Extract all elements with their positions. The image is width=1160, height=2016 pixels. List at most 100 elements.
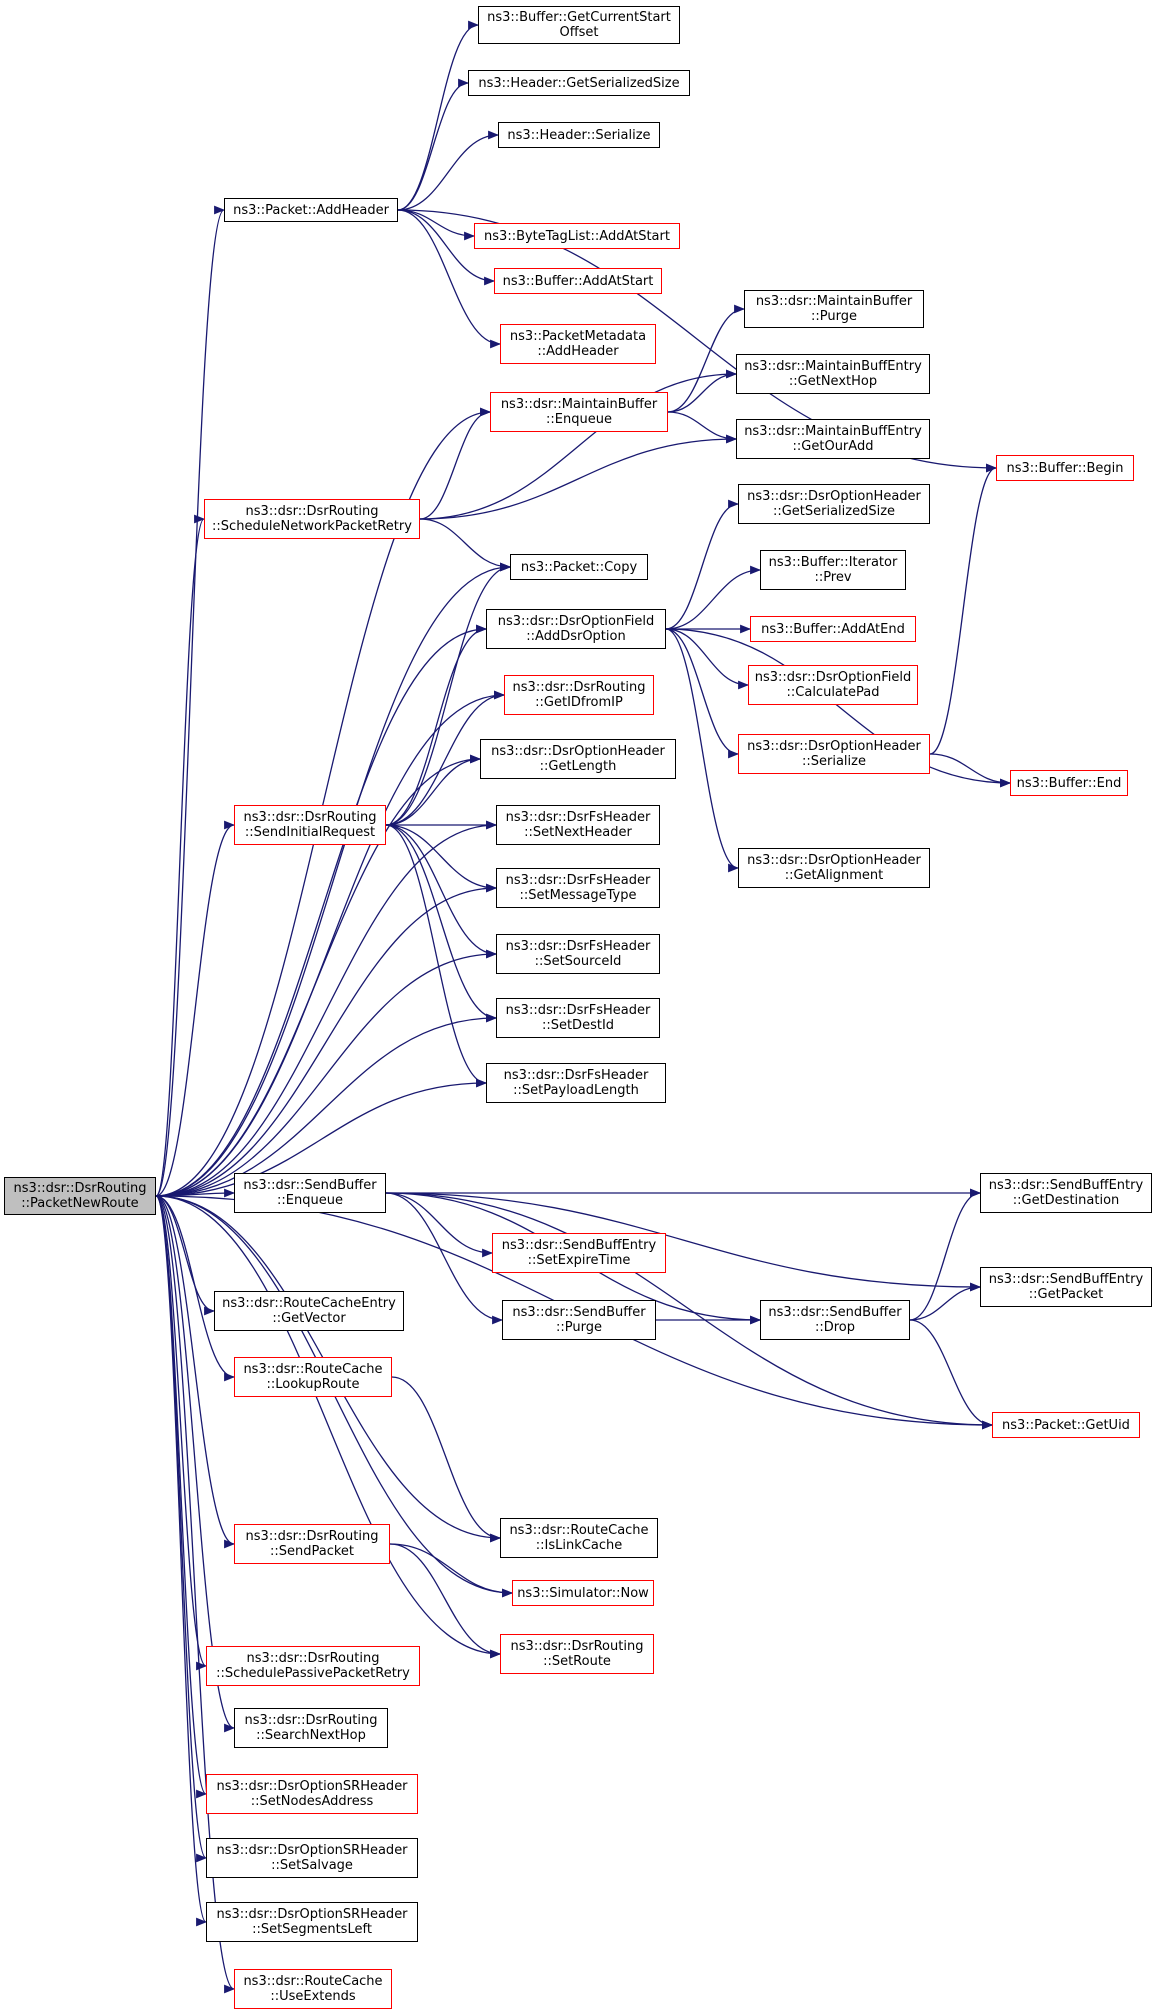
node-label-line: ns3::Simulator::Now (517, 1585, 649, 1601)
node-ns3-dsr-dsroptionsrheader-setsegmentsleft[interactable]: ns3::dsr::DsrOptionSRHeader::SetSegments… (206, 1902, 418, 1942)
node-ns3-dsr-dsrrouting-schedulepassivepacketretry[interactable]: ns3::dsr::DsrRouting::SchedulePassivePac… (206, 1646, 420, 1686)
edge-root-to-n30 (155, 1078, 488, 1197)
edge-n4-to-n6 (397, 209, 496, 286)
node-label-line: ns3::dsr::DsrFsHeader (505, 810, 651, 825)
node-label-line: ns3::dsr::SendBuffEntry (501, 1238, 657, 1253)
node-label-line: ::Enqueue (546, 412, 612, 427)
node-ns3-dsr-dsrfsheader-setmessagetype[interactable]: ns3::dsr::DsrFsHeader::SetMessageType (496, 868, 660, 908)
node-label-line: ns3::dsr::DsrRouting (512, 680, 646, 695)
node-ns3-dsr-sendbuffentry-getpacket[interactable]: ns3::dsr::SendBuffEntry::GetPacket (980, 1267, 1152, 1307)
node-ns3-dsr-sendbuffer-enqueue[interactable]: ns3::dsr::SendBuffer::Enqueue (234, 1173, 386, 1213)
node-ns3-buffer-addatend[interactable]: ns3::Buffer::AddAtEnd (750, 616, 916, 642)
node-ns3-buffer-addatstart[interactable]: ns3::Buffer::AddAtStart (494, 268, 662, 294)
edge-n4-to-n1 (397, 20, 480, 211)
node-ns3-dsr-dsrfsheader-setnextheader[interactable]: ns3::dsr::DsrFsHeader::SetNextHeader (496, 805, 660, 845)
node-label-line: ::Purge (811, 309, 857, 324)
node-label-line: ::GetSerializedSize (772, 504, 896, 519)
node-label-line: ns3::dsr::SendBuffer (768, 1305, 902, 1320)
node-ns3-buffer-end[interactable]: ns3::Buffer::End (1010, 770, 1128, 796)
edge-n22-to-n24 (929, 753, 1012, 788)
edge-root-to-n45 (155, 1195, 236, 1733)
node-label-line: ::GetPacket (1028, 1287, 1104, 1302)
node-ns3-bytetaglist-addatstart[interactable]: ns3::ByteTagList::AddAtStart (474, 223, 680, 249)
node-ns3-header-serialize[interactable]: ns3::Header::Serialize (498, 122, 660, 148)
node-label-line: ns3::Buffer::AddAtEnd (761, 621, 905, 637)
node-ns3-dsr-sendbuffer-drop[interactable]: ns3::dsr::SendBuffer::Drop (760, 1300, 910, 1340)
node-label-line: ns3::dsr::SendBuffer (512, 1305, 646, 1320)
node-ns3-dsr-dsrrouting-schedulenetworkpacketretry[interactable]: ns3::dsr::DsrRouting::ScheduleNetworkPac… (204, 499, 420, 539)
edge-n38-to-n40 (391, 1376, 502, 1543)
node-ns3-packet-copy[interactable]: ns3::Packet::Copy (510, 554, 648, 580)
node-label-line: ns3::dsr::DsrOptionHeader (491, 744, 665, 759)
edge-n10-to-n8 (667, 304, 746, 413)
node-ns3-dsr-dsroptionsrheader-setnodesaddress[interactable]: ns3::dsr::DsrOptionSRHeader::SetNodesAdd… (206, 1774, 418, 1814)
node-label-line: ns3::Packet::Copy (520, 559, 638, 575)
node-label-line: ns3::dsr::RouteCacheEntry (222, 1296, 396, 1311)
edge-n13-to-n10 (419, 407, 492, 520)
node-label-line: ns3::dsr::DsrFsHeader (505, 1003, 651, 1018)
node-ns3-buffer-begin[interactable]: ns3::Buffer::Begin (996, 455, 1134, 481)
node-label-line: ::SetSourceId (534, 954, 622, 969)
node-label-line: ::SetNextHeader (524, 825, 632, 840)
node-label-line: ::PacketNewRoute (21, 1196, 139, 1211)
node-ns3-dsr-dsroptionheader-getserializedsize[interactable]: ns3::dsr::DsrOptionHeader::GetSerialized… (738, 484, 930, 524)
edge-n23-to-n29 (385, 824, 498, 1023)
edge-n10-to-n9 (667, 369, 738, 413)
node-ns3-simulator-now[interactable]: ns3::Simulator::Now (512, 1580, 654, 1606)
node-ns3-dsr-dsroptionfield-adddsroption[interactable]: ns3::dsr::DsrOptionField::AddDsrOption (486, 609, 666, 649)
node-ns3-dsr-dsroptionheader-getalignment[interactable]: ns3::dsr::DsrOptionHeader::GetAlignment (738, 848, 930, 888)
node-label-line: ::LookupRoute (266, 1377, 360, 1392)
node-ns3-packetmetadata-addheader[interactable]: ns3::PacketMetadata::AddHeader (500, 324, 656, 364)
edge-root-to-n46 (155, 1195, 208, 1799)
node-label-line: ns3::dsr::MaintainBuffEntry (744, 424, 922, 439)
node-label-line: ns3::dsr::RouteCache (243, 1362, 383, 1377)
edge-n23-to-n15 (385, 562, 512, 826)
node-label-line: ns3::dsr::SendBuffer (243, 1178, 377, 1193)
node-ns3-dsr-maintainbuffer-purge[interactable]: ns3::dsr::MaintainBuffer::Purge (744, 290, 924, 328)
edge-n13-to-n15 (419, 518, 512, 572)
node-label-line: ns3::dsr::DsrFsHeader (503, 1068, 649, 1083)
node-ns3-dsr-dsroptionheader-serialize[interactable]: ns3::dsr::DsrOptionHeader::Serialize (738, 734, 930, 774)
node-ns3-dsr-dsrrouting-getidfromip[interactable]: ns3::dsr::DsrRouting::GetIDfromIP (504, 675, 654, 715)
node-ns3-dsr-sendbuffentry-getdestination[interactable]: ns3::dsr::SendBuffEntry::GetDestination (980, 1173, 1152, 1213)
node-ns3-dsr-dsroptionheader-getlength[interactable]: ns3::dsr::DsrOptionHeader::GetLength (480, 739, 676, 779)
node-ns3-dsr-maintainbuffentry-getouradd[interactable]: ns3::dsr::MaintainBuffEntry::GetOurAdd (736, 419, 930, 459)
node-ns3-header-getserializedsize[interactable]: ns3::Header::GetSerializedSize (468, 70, 690, 96)
edge-n31-to-n34 (385, 1192, 982, 1292)
node-ns3-dsr-sendbuffer-purge[interactable]: ns3::dsr::SendBuffer::Purge (502, 1300, 656, 1340)
edge-n13-to-n9 (419, 369, 738, 520)
node-label-line: ::Drop (814, 1320, 856, 1335)
node-ns3-dsr-routecacheentry-getvector[interactable]: ns3::dsr::RouteCacheEntry::GetVector (214, 1291, 404, 1331)
edge-root-to-n17 (155, 624, 488, 1197)
node-ns3-dsr-routecache-lookuproute[interactable]: ns3::dsr::RouteCache::LookupRoute (234, 1357, 392, 1397)
node-label-line: ::SetSalvage (271, 1858, 353, 1873)
node-ns3-dsr-routecache-useextends[interactable]: ns3::dsr::RouteCache::UseExtends (234, 1969, 392, 2009)
edge-n17-to-n16 (665, 565, 762, 630)
node-label-line: ns3::dsr::SendBuffEntry (988, 1272, 1144, 1287)
node-ns3-dsr-dsroptionsrheader-setsalvage[interactable]: ns3::dsr::DsrOptionSRHeader::SetSalvage (206, 1838, 418, 1878)
node-ns3-dsr-dsrrouting-setroute[interactable]: ns3::dsr::DsrRouting::SetRoute (500, 1634, 654, 1674)
node-ns3-buffer-iterator-prev[interactable]: ns3::Buffer::Iterator::Prev (760, 550, 906, 590)
node-ns3-dsr-dsrfsheader-setpayloadlength[interactable]: ns3::dsr::DsrFsHeader::SetPayloadLength (486, 1063, 666, 1103)
node-ns3-dsr-routecache-islinkcache[interactable]: ns3::dsr::RouteCache::IsLinkCache (500, 1518, 658, 1558)
node-ns3-dsr-dsroptionfield-calculatepad[interactable]: ns3::dsr::DsrOptionField::CalculatePad (748, 665, 918, 705)
node-ns3-dsr-dsrrouting-sendinitialrequest[interactable]: ns3::dsr::DsrRouting::SendInitialRequest (234, 805, 386, 845)
node-ns3-dsr-dsrfsheader-setsourceid[interactable]: ns3::dsr::DsrFsHeader::SetSourceId (496, 934, 660, 974)
node-ns3-dsr-sendbuffentry-setexpiretime[interactable]: ns3::dsr::SendBuffEntry::SetExpireTime (492, 1233, 666, 1273)
edge-n23-to-n27 (385, 824, 498, 893)
edge-n4-to-n2 (397, 78, 470, 211)
node-label-line: ::SendInitialRequest (244, 825, 376, 840)
edge-n10-to-n11 (667, 411, 738, 444)
node-ns3-dsr-maintainbuffer-enqueue[interactable]: ns3::dsr::MaintainBuffer::Enqueue (490, 392, 668, 432)
node-ns3-dsr-dsrfsheader-setdestid[interactable]: ns3::dsr::DsrFsHeader::SetDestId (496, 998, 660, 1038)
edge-n37-to-n32 (909, 1188, 982, 1321)
node-ns3-dsr-maintainbuffentry-getnexthop[interactable]: ns3::dsr::MaintainBuffEntry::GetNextHop (736, 354, 930, 394)
node-label-line: ::GetIDfromIP (535, 695, 623, 710)
node-ns3-packet-addheader[interactable]: ns3::Packet::AddHeader (224, 198, 398, 222)
node-ns3-dsr-dsrrouting-searchnexthop[interactable]: ns3::dsr::DsrRouting::SearchNextHop (234, 1708, 388, 1748)
node-ns3-dsr-dsrrouting-sendpacket[interactable]: ns3::dsr::DsrRouting::SendPacket (234, 1524, 390, 1564)
node-label-line: ns3::dsr::DsrOptionHeader (747, 739, 921, 754)
node-ns3-packet-getuid[interactable]: ns3::Packet::GetUid (992, 1412, 1140, 1438)
edge-n23-to-n21 (385, 754, 482, 826)
